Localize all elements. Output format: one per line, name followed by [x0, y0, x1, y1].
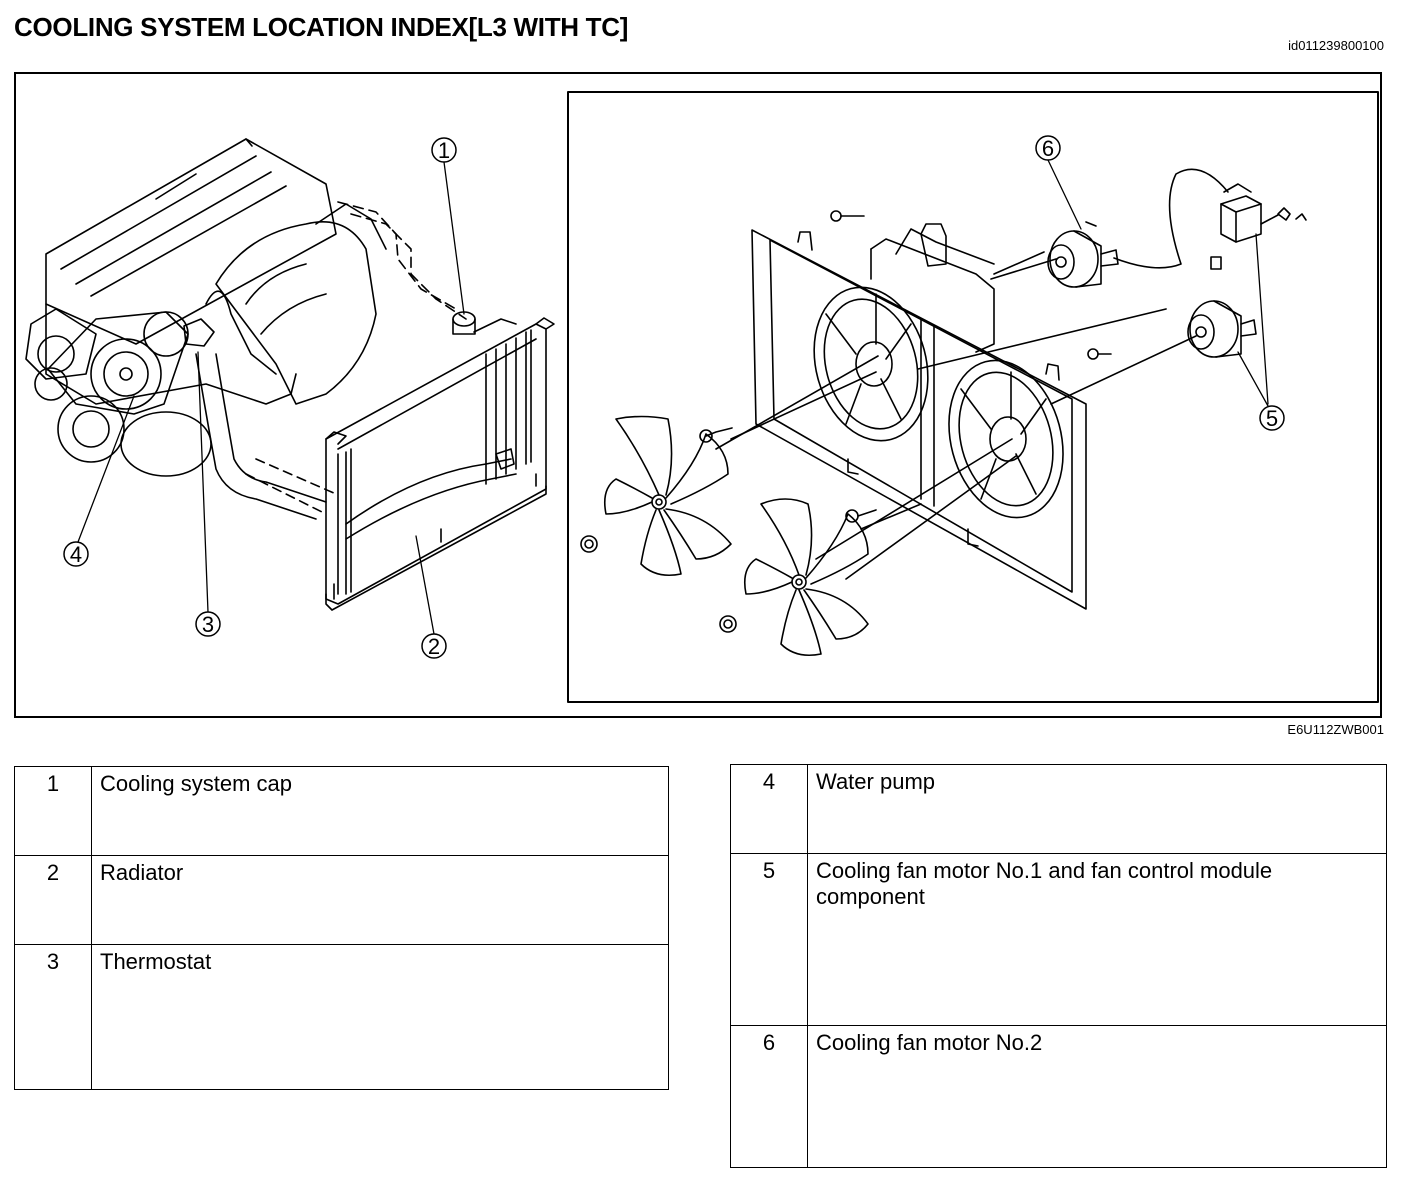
callout-6: 6: [1035, 135, 1061, 161]
svg-text:3: 3: [202, 612, 214, 637]
legend-number: 5: [730, 853, 808, 1026]
legend-number: 3: [14, 944, 92, 1090]
bolts-drawing: [830, 210, 1307, 360]
svg-text:2: 2: [428, 634, 440, 659]
legend-number: 6: [730, 1025, 808, 1168]
legend-table-right: 4 Water pump 5 Cooling fan motor No.1 an…: [730, 764, 1387, 1168]
page-title: COOLING SYSTEM LOCATION INDEX[L3 WITH TC…: [14, 12, 629, 42]
fan-blade-left-drawing: [580, 415, 732, 577]
legend-row: 1 Cooling system cap: [14, 766, 669, 856]
radiator-drawing: [325, 311, 555, 611]
legend-table-left: 1 Cooling system cap 2 Radiator 3 Thermo…: [14, 766, 669, 1090]
fan-control-module-drawing: [1113, 168, 1291, 270]
callout-4: 4: [63, 541, 89, 567]
callout-5: 5: [1259, 405, 1285, 431]
legend-number: 2: [14, 855, 92, 945]
callout-1: 1: [431, 137, 457, 163]
figure-code: E6U112ZWB001: [1287, 722, 1384, 737]
callout-leaders: [77, 159, 1269, 635]
fan-blade-right-drawing: [699, 427, 877, 657]
legend-row: 4 Water pump: [730, 764, 1387, 854]
assembly-leader-lines: [715, 258, 1197, 580]
legend-label: Cooling fan motor No.1 and fan control m…: [807, 853, 1387, 1026]
legend-label: Cooling system cap: [91, 766, 669, 856]
diagram-figure: 1 2 3 4 5 6: [14, 72, 1382, 718]
svg-text:4: 4: [70, 542, 82, 567]
legend-row: 3 Thermostat: [14, 944, 669, 1090]
document-id: id011239800100: [1288, 38, 1384, 53]
reservoir-drawing: [870, 223, 1045, 353]
svg-text:5: 5: [1266, 406, 1278, 431]
legend-row: 6 Cooling fan motor No.2: [730, 1025, 1387, 1168]
svg-text:6: 6: [1042, 136, 1054, 161]
legend-label: Cooling fan motor No.2: [807, 1025, 1387, 1168]
legend-label: Radiator: [91, 855, 669, 945]
callout-3: 3: [195, 611, 221, 637]
legend-label: Water pump: [807, 764, 1387, 854]
callout-2: 2: [421, 633, 447, 659]
legend-row: 2 Radiator: [14, 855, 669, 945]
fan-shroud-drawing: [751, 229, 1087, 610]
legend-row: 5 Cooling fan motor No.1 and fan control…: [730, 853, 1387, 1026]
fan-panel-frame: [567, 91, 1379, 703]
diagram-drawing: 1 2 3 4 5 6: [25, 91, 1379, 703]
fan-motor-no2-drawing: [1047, 221, 1119, 288]
fan-motor-no1-drawing: [1187, 300, 1257, 358]
legend-number: 4: [730, 764, 808, 854]
svg-text:1: 1: [438, 138, 450, 163]
engine-drawing: [25, 138, 467, 520]
legend-number: 1: [14, 766, 92, 856]
legend-label: Thermostat: [91, 944, 669, 1090]
